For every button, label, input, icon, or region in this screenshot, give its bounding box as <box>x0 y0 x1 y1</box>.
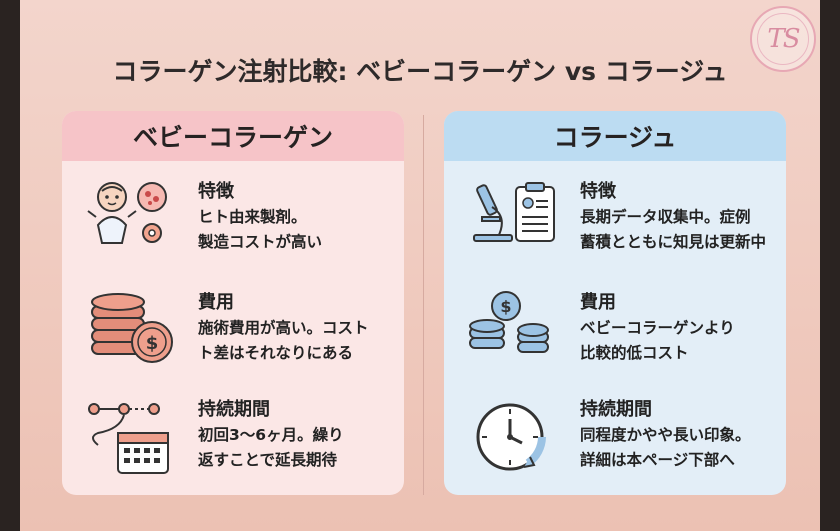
row-label: 特徴 <box>198 181 234 202</box>
feature-row: 特徴 ヒト由来製剤。製造コストが高い <box>62 177 404 267</box>
coins-icon: $ <box>469 291 549 353</box>
microscope-clipboard-icon <box>473 182 555 242</box>
row-description: 長期データ収集中。症例蓄積とともに知見は更新中 <box>580 208 767 251</box>
card-header: コラージュ <box>444 111 786 161</box>
cost-row: $ 費用 施術費用が高い。コストト差はそれなりにある <box>62 288 404 378</box>
row-label: 持続期間 <box>198 399 270 420</box>
cost-row: $ 費用 ベビーコラーゲンより比較的低コスト <box>444 288 786 378</box>
row-description: 同程度かやや長い印象。詳細は本ページ下部へ <box>580 426 751 469</box>
row-description: ヒト由来製剤。製造コストが高い <box>198 208 323 251</box>
duration-row: 持続期間 初回3〜6ヶ月。繰り返すことで延長期待 <box>62 395 404 485</box>
baby-cell-icon <box>87 182 167 244</box>
row-label: 持続期間 <box>580 399 652 420</box>
row-description: 施術費用が高い。コストト差はそれなりにある <box>198 319 369 362</box>
row-label: 費用 <box>580 292 616 313</box>
feature-row: 特徴 長期データ収集中。症例蓄積とともに知見は更新中 <box>444 177 786 267</box>
page-title: コラーゲン注射比較: ベビーコラーゲン vs コラージュ <box>112 57 728 86</box>
row-description: 初回3〜6ヶ月。繰り返すことで延長期待 <box>198 426 344 469</box>
brand-logo: TS <box>750 6 816 72</box>
duration-row: 持続期間 同程度かやや長い印象。詳細は本ページ下部へ <box>444 395 786 485</box>
column-divider <box>423 115 424 495</box>
row-label: 特徴 <box>580 181 616 202</box>
card-header: ベビーコラーゲン <box>62 111 404 161</box>
clock-icon <box>476 403 546 471</box>
baby-collagen-card: ベビーコラーゲン 特徴 ヒト由来製剤。製造コストが高い <box>62 111 404 495</box>
row-description: ベビーコラーゲンより比較的低コスト <box>580 319 735 362</box>
timeline-calendar-icon <box>88 403 169 474</box>
coin-stack-icon: $ <box>91 293 173 363</box>
row-label: 費用 <box>198 292 234 313</box>
collage-card: コラージュ 特徴 長期データ収集中。症例蓄積とともに知見は更 <box>444 111 786 495</box>
svg-text:$: $ <box>146 333 159 354</box>
infographic: TS コラーゲン注射比較: ベビーコラーゲン vs コラージュ ベビーコラーゲン… <box>20 0 820 531</box>
svg-text:$: $ <box>500 297 511 316</box>
